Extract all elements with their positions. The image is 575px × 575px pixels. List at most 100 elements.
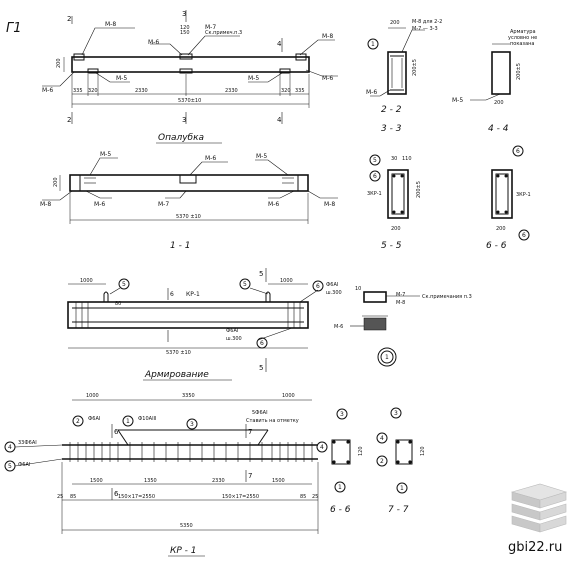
leader	[42, 190, 73, 201]
pos-1: 1	[400, 485, 404, 492]
pos-marker	[512, 145, 524, 157]
pos-marker	[390, 407, 402, 419]
cut-5: 5	[259, 270, 263, 278]
section-2-2-view: 1 200 М-8 для 2-2 М-7 — 3-3 М-6 200±5 2 …	[366, 19, 442, 134]
label-m5a: М-5	[100, 151, 111, 158]
label-m6-right: М-6	[322, 75, 333, 82]
section-mark-2: 2	[67, 15, 71, 23]
rebar-dot	[400, 210, 404, 214]
cut-6b: 6	[114, 490, 119, 498]
rebar-dot	[392, 174, 396, 178]
section-4-4-outline	[491, 51, 511, 95]
pos-5a: 5	[122, 281, 126, 288]
leader	[187, 35, 240, 56]
section-mark-4: 4	[277, 40, 282, 48]
cage-section-outline	[331, 439, 351, 465]
title-3-3: 3 - 3	[381, 124, 402, 134]
pos-marker	[369, 154, 381, 166]
dim-320-right: 320	[281, 88, 291, 94]
leader	[89, 157, 118, 176]
label-m8-right: М-8	[322, 33, 333, 40]
dim-1000a: 1000	[80, 278, 93, 284]
pos-marker	[376, 455, 388, 467]
title-reinforcement: Армирование	[144, 370, 209, 380]
rebar-dot	[332, 440, 336, 444]
title-6-6a: 6 - 6	[486, 241, 507, 251]
pos-marker	[518, 229, 530, 241]
dim-h: 200±5	[516, 63, 522, 80]
dim-1500b: 1500	[272, 478, 285, 484]
label-m8: М-8	[396, 300, 405, 306]
rebar-dot	[400, 174, 404, 178]
pos-4: 4	[380, 435, 384, 442]
title-4-4: 4 - 4	[488, 124, 509, 134]
label-kr1: КР-1	[186, 291, 200, 298]
leader	[81, 27, 135, 56]
section-5-5-outline	[387, 169, 409, 219]
leader	[249, 287, 269, 295]
pos-5b: 5	[243, 281, 247, 288]
plate-m5-left	[87, 68, 99, 74]
pos-1: 1	[338, 484, 342, 491]
rebar-dot	[496, 210, 500, 214]
dim-total: 5370 ±10	[166, 350, 191, 356]
title-7-7: 7 - 7	[388, 505, 409, 515]
leader	[470, 93, 501, 101]
label-m5b: М-5	[256, 153, 267, 160]
dim-2330-left: 2330	[135, 88, 148, 94]
dim-1350: 1350	[144, 478, 157, 484]
dim-total: 5370±10	[178, 98, 201, 104]
note-line2: условно не	[508, 35, 537, 41]
rebar-section-inner	[380, 350, 394, 364]
rebar-bend	[117, 429, 129, 446]
dim-25b: 25	[312, 494, 318, 500]
section-mark-3b: 3	[182, 116, 186, 124]
pos-marker	[186, 418, 198, 430]
leader	[257, 327, 293, 341]
dim-335-right: 335	[295, 88, 305, 94]
plate-m7-bottom	[179, 68, 193, 74]
pos-6-bottom: 6	[522, 232, 526, 239]
rebar-dot	[396, 460, 400, 464]
section-mark-4b: 4	[277, 116, 282, 124]
section-4-4-view: Арматура условно не показана М-5 200 200…	[452, 29, 537, 134]
plate-m6-hatched	[363, 317, 387, 331]
dim-200: 200	[391, 226, 401, 232]
pos-2-label: Ф6АI	[88, 416, 100, 422]
leader	[255, 159, 289, 176]
dim-200: 200	[390, 20, 400, 26]
cage-section-7-7-view: 3 4 2 1 120 7 - 7	[376, 407, 426, 515]
label-m8-left: М-8	[105, 21, 116, 28]
label-m5-right: М-5	[248, 75, 259, 82]
dim-1000b: 1000	[280, 278, 293, 284]
dim-80: 80	[115, 301, 121, 307]
label-m7: М-7 — 3-3	[412, 26, 438, 32]
logo-icon	[510, 483, 568, 533]
plate-detail-view: 10 М-7 М-8 Ск.примечания п.3 М-6 1	[334, 286, 472, 367]
title-6-6b: 6 - 6	[330, 505, 351, 515]
dim-h: 200±5	[416, 181, 422, 198]
cage-outline	[495, 173, 509, 215]
pos-1: 1	[385, 354, 389, 361]
dim-320-left: 320	[88, 88, 98, 94]
label-phi2: Ф6АI	[226, 328, 238, 334]
rebar-dot	[346, 460, 350, 464]
pos-marker	[312, 280, 324, 292]
dim-150x17b: 150×17=2550	[222, 494, 259, 500]
leader	[165, 190, 187, 199]
rebar-dot	[408, 440, 412, 444]
leader	[299, 289, 319, 303]
label-kr: 3КР-1	[516, 192, 531, 198]
pos-6: 6	[373, 173, 377, 180]
rebar-dot	[496, 174, 500, 178]
end-block-right	[297, 174, 309, 192]
pos-marker	[369, 170, 381, 182]
section-2-2-outline	[387, 51, 407, 95]
pos-marker	[367, 38, 379, 50]
pos-1: 1	[126, 418, 130, 425]
leader	[268, 190, 295, 199]
pos-marker	[118, 278, 130, 290]
dim-1000a: 1000	[86, 393, 99, 399]
rebar-dot	[408, 460, 412, 464]
